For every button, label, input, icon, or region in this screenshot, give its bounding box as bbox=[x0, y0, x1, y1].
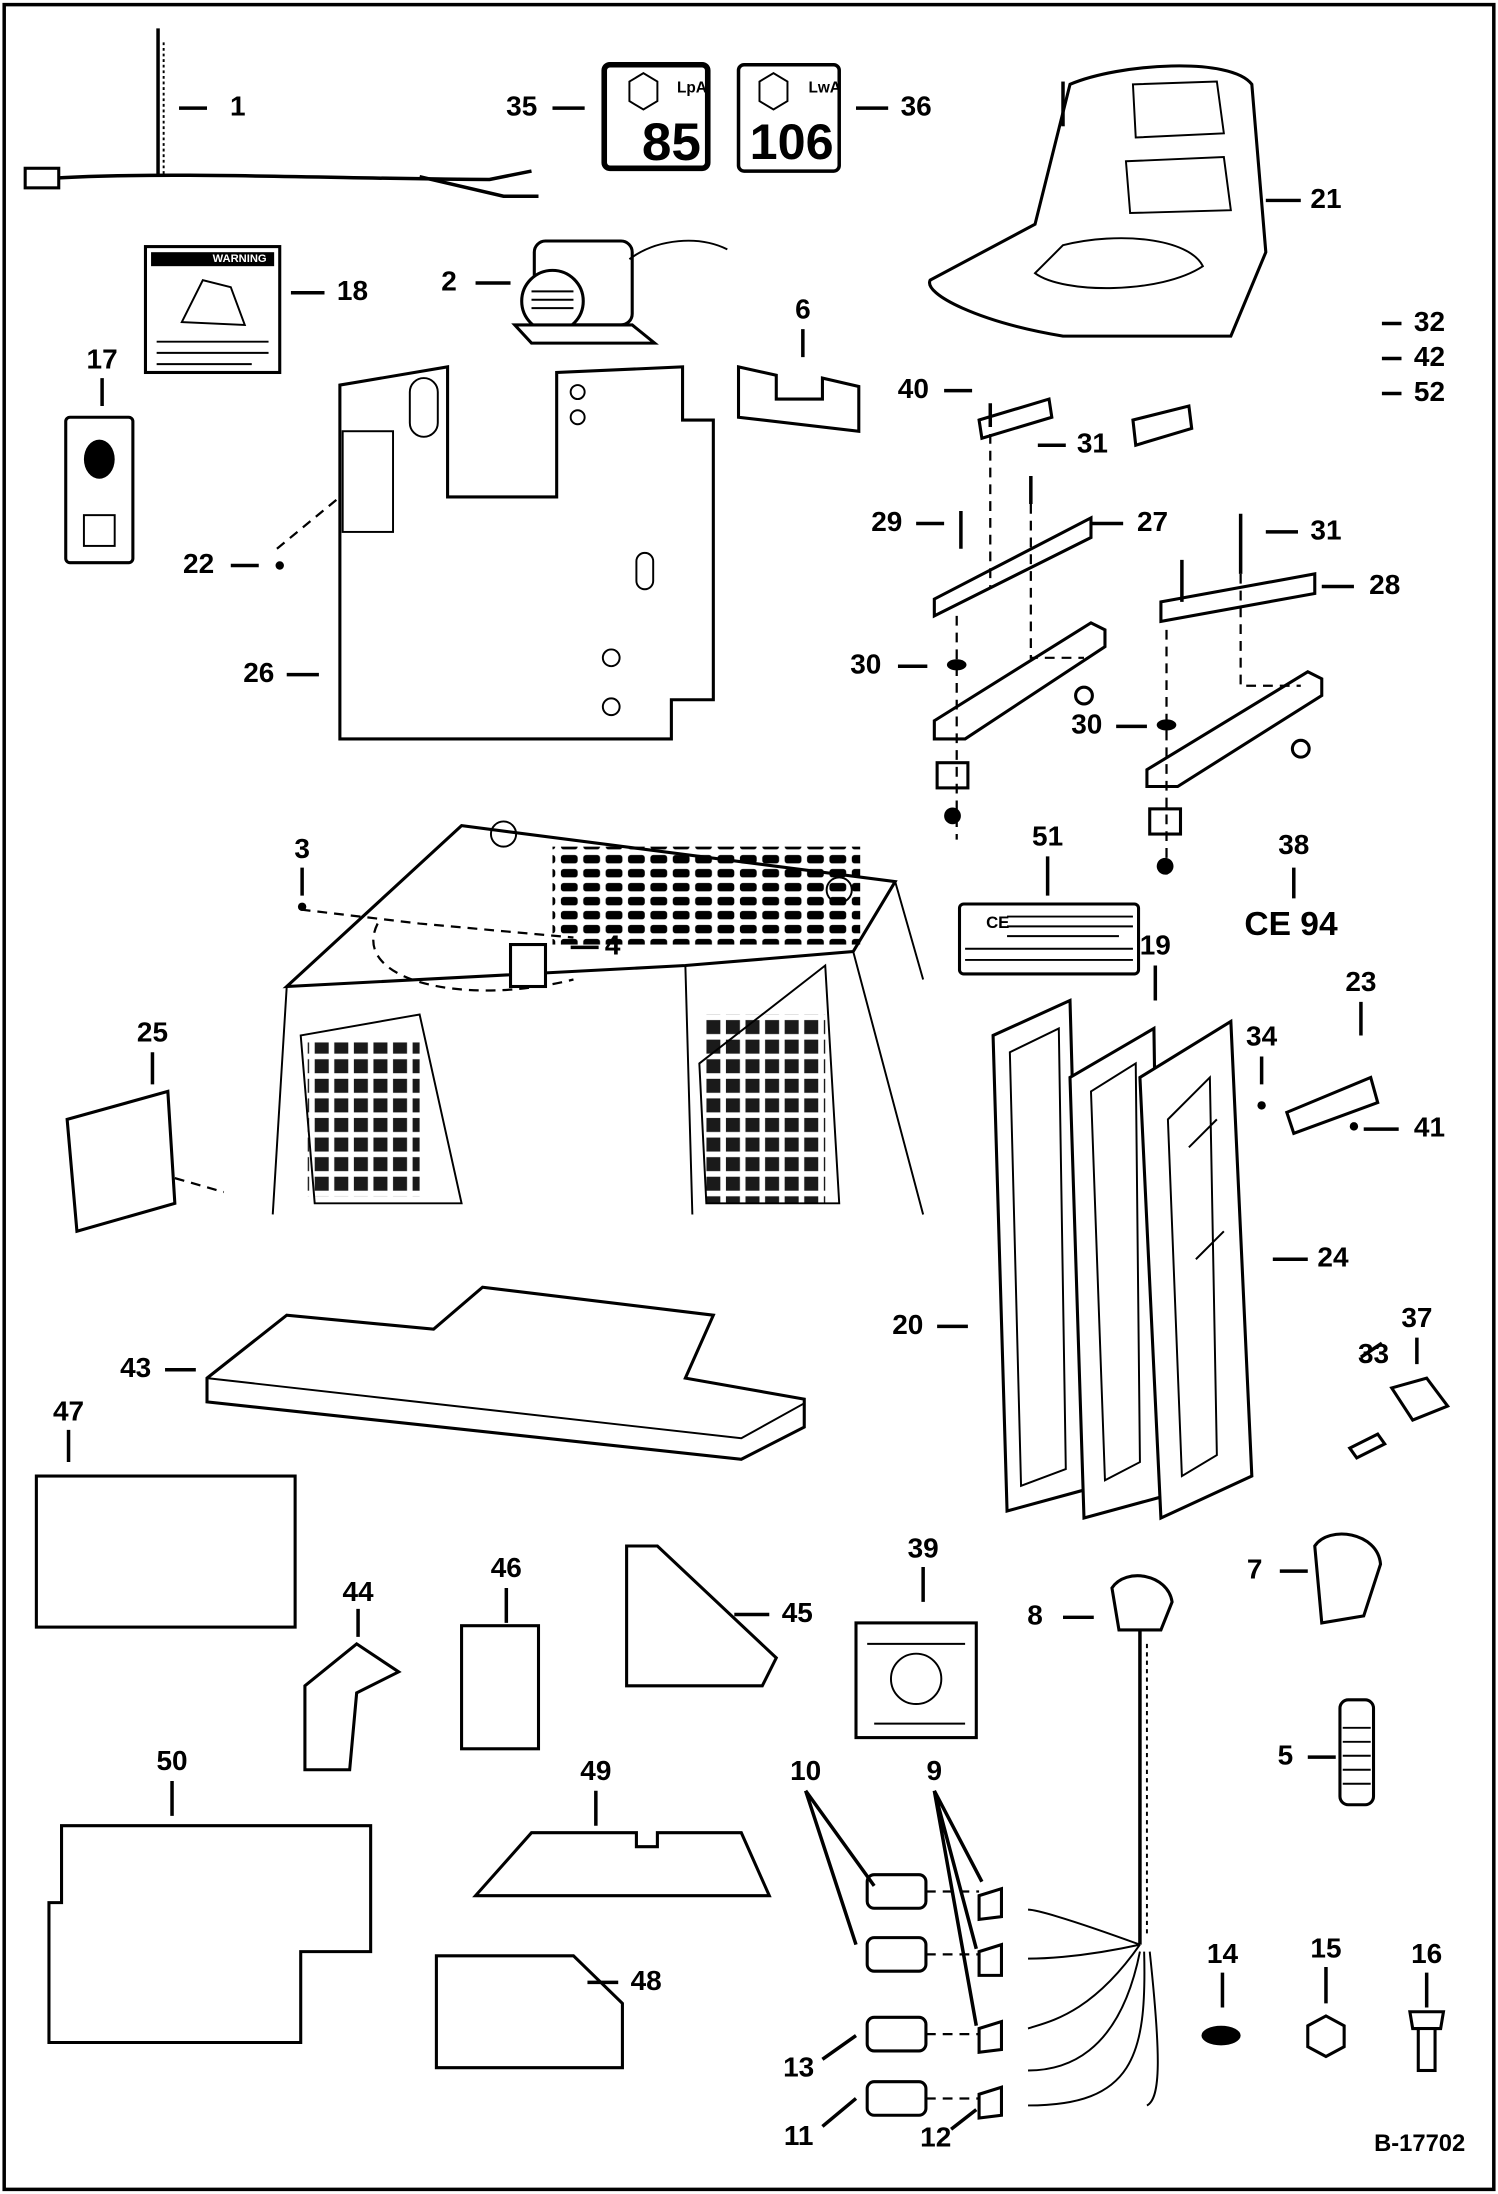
callout-41: 41 bbox=[1414, 1112, 1445, 1143]
pad-25 bbox=[65, 1089, 177, 1234]
window-glass-24 bbox=[1138, 1018, 1254, 1521]
warning-decal: WARNING bbox=[143, 245, 282, 375]
callout-27: 27 bbox=[1137, 506, 1168, 537]
callout-21: 21 bbox=[1310, 183, 1341, 214]
panel-44 bbox=[303, 1641, 402, 1772]
panel-26 bbox=[338, 365, 715, 741]
callout-14: 14 bbox=[1207, 1938, 1239, 1969]
callout-7: 7 bbox=[1247, 1554, 1263, 1585]
warning-text: WARNING bbox=[213, 253, 267, 265]
callout-52: 52 bbox=[1414, 376, 1445, 407]
callout-18: 18 bbox=[337, 275, 368, 306]
callout-43: 43 bbox=[120, 1352, 151, 1383]
callout-35: 35 bbox=[506, 91, 537, 122]
washer-14 bbox=[1201, 2025, 1241, 2046]
callout-28: 28 bbox=[1369, 569, 1400, 600]
wiring-harness bbox=[23, 28, 539, 198]
callout-15: 15 bbox=[1310, 1933, 1341, 1964]
callout-50: 50 bbox=[156, 1745, 187, 1776]
callout-30: 30 bbox=[850, 649, 881, 680]
callout-22: 22 bbox=[183, 548, 214, 579]
nut-15 bbox=[1306, 2014, 1346, 2059]
strip-23 bbox=[1284, 1075, 1380, 1136]
callout-29: 29 bbox=[871, 506, 902, 537]
callout-23: 23 bbox=[1345, 966, 1376, 997]
callout-10: 10 bbox=[790, 1755, 821, 1786]
backup-alarm bbox=[511, 239, 728, 345]
callout-39: 39 bbox=[908, 1533, 939, 1564]
callout-37: 37 bbox=[1401, 1302, 1432, 1333]
decal-39 bbox=[854, 1621, 978, 1740]
callout-42: 42 bbox=[1414, 341, 1445, 372]
floor-mat bbox=[205, 1285, 806, 1461]
bracket bbox=[736, 364, 861, 433]
callout-48: 48 bbox=[631, 1965, 662, 1996]
ce-mark: CE bbox=[986, 913, 1009, 932]
leader-lines bbox=[66, 106, 1429, 2131]
callout-33: 33 bbox=[1358, 1338, 1389, 1369]
decal-value: 106 bbox=[750, 113, 834, 170]
decal-unit: LpA bbox=[677, 80, 707, 97]
callout-2: 2 bbox=[441, 265, 457, 296]
seat-rails bbox=[932, 397, 1324, 882]
callout-32: 32 bbox=[1414, 306, 1445, 337]
callout-5: 5 bbox=[1278, 1740, 1294, 1771]
screw bbox=[275, 561, 284, 570]
decal-unit: LwA bbox=[808, 80, 840, 97]
serial-plate: CE bbox=[957, 902, 1141, 976]
drawing-number: B-17702 bbox=[1374, 2130, 1465, 2157]
panel-50 bbox=[47, 1824, 373, 2045]
callout-45: 45 bbox=[782, 1597, 813, 1628]
callout-8: 8 bbox=[1027, 1600, 1043, 1631]
callout-34: 34 bbox=[1246, 1021, 1278, 1052]
callout-4: 4 bbox=[605, 930, 621, 961]
callout-46: 46 bbox=[491, 1552, 522, 1583]
bolt-16 bbox=[1408, 2010, 1446, 2073]
callout-40: 40 bbox=[898, 373, 929, 404]
callout-25: 25 bbox=[137, 1016, 168, 1047]
connectors bbox=[865, 1873, 1004, 2120]
sound-decal-85: LpA 85 bbox=[601, 61, 711, 172]
callout-44: 44 bbox=[343, 1576, 375, 1607]
callout-9: 9 bbox=[927, 1755, 943, 1786]
callout-6: 6 bbox=[795, 293, 811, 324]
ce-94-mark: CE 94 bbox=[1244, 906, 1338, 943]
callout-13: 13 bbox=[783, 2051, 814, 2082]
callout-31: 31 bbox=[1077, 428, 1108, 459]
panel-47 bbox=[34, 1474, 297, 1629]
callout-38: 38 bbox=[1278, 829, 1309, 860]
seat bbox=[928, 64, 1268, 338]
panel-46 bbox=[460, 1624, 541, 1751]
callout-31: 31 bbox=[1310, 514, 1341, 545]
callout-12: 12 bbox=[920, 2121, 951, 2152]
panel-49 bbox=[472, 1831, 772, 1898]
callout-1: 1 bbox=[230, 91, 246, 122]
callout-36: 36 bbox=[901, 91, 932, 122]
bolt-5 bbox=[1338, 1698, 1376, 1807]
callout-30: 30 bbox=[1071, 709, 1102, 740]
switch-7 bbox=[1313, 1532, 1383, 1625]
panel-48 bbox=[434, 1954, 624, 2070]
callout-49: 49 bbox=[580, 1755, 611, 1786]
callout-11: 11 bbox=[784, 2120, 814, 2151]
callout-26: 26 bbox=[243, 657, 274, 688]
switch-harness-8 bbox=[1027, 1574, 1174, 2107]
decal-17 bbox=[64, 415, 135, 565]
callout-24: 24 bbox=[1317, 1242, 1349, 1273]
callout-47: 47 bbox=[53, 1395, 84, 1426]
callout-19: 19 bbox=[1140, 930, 1171, 961]
callout-17: 17 bbox=[87, 344, 118, 375]
callout-20: 20 bbox=[892, 1309, 923, 1340]
callout-51: 51 bbox=[1032, 821, 1063, 852]
sound-decal-106: LwA 106 bbox=[736, 63, 841, 173]
operator-cab bbox=[271, 820, 925, 1215]
callout-3: 3 bbox=[294, 833, 310, 864]
decal-value: 85 bbox=[642, 113, 701, 172]
callout-16: 16 bbox=[1411, 1938, 1442, 1969]
latch-37 bbox=[1389, 1376, 1451, 1422]
panel-45 bbox=[625, 1544, 779, 1688]
